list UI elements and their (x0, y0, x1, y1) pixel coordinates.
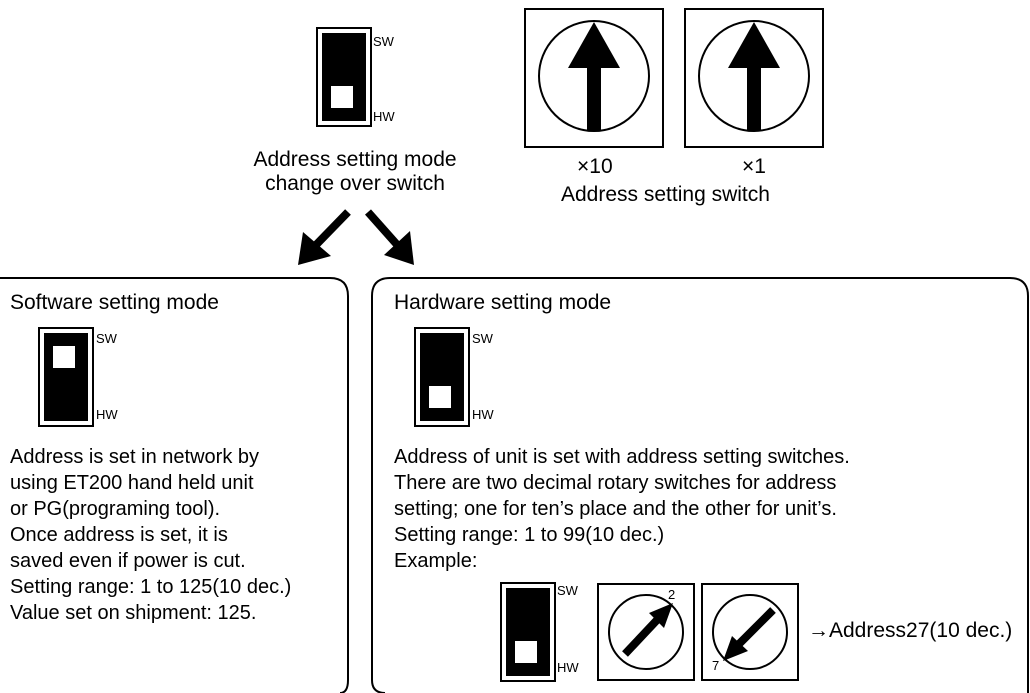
address-switch-x10[interactable] (524, 8, 664, 148)
mode-switch-caption: Address setting mode change over switch (190, 148, 520, 196)
switch-knob-sw-position (53, 346, 75, 368)
hardware-line: setting; one for ten’s place and the oth… (394, 498, 837, 520)
hardware-panel-description: Address of unit is set with address sett… (394, 444, 850, 574)
hardware-sw-label: SW (472, 331, 493, 346)
software-line: or PG(programing tool). (10, 498, 221, 520)
software-sw-label: SW (96, 331, 117, 346)
switch-knob-hw-position (331, 86, 353, 108)
software-panel-description: Address is set in network by using ET200… (10, 444, 291, 626)
mode-changeover-switch[interactable] (316, 27, 372, 127)
software-line: saved even if power is cut. (10, 550, 246, 572)
hardware-line: Setting range: 1 to 99(10 dec.) (394, 524, 665, 546)
software-line: Once address is set, it is (10, 524, 228, 546)
software-mode-switch (38, 327, 94, 427)
mode-switch-caption-line2: change over switch (265, 172, 445, 195)
hardware-mode-switch (414, 327, 470, 427)
mode-switch-caption-line1: Address setting mode (253, 148, 457, 171)
hardware-hw-label: HW (472, 407, 494, 422)
software-hw-label: HW (96, 407, 118, 422)
hardware-line: Address of unit is set with address sett… (394, 446, 850, 468)
example-tens-rotary-switch (597, 583, 695, 681)
switch-knob-hw-position (515, 641, 537, 663)
address-switch-x1[interactable] (684, 8, 824, 148)
multiplier-x1-label: ×1 (742, 155, 766, 178)
arrow-to-hardware (365, 209, 414, 265)
example-tens-digit: 2 (668, 587, 676, 602)
address-switch-caption: Address setting switch (561, 183, 770, 206)
software-panel-border (0, 277, 349, 693)
hardware-line: There are two decimal rotary switches fo… (394, 472, 837, 494)
arrow-to-software (298, 209, 351, 265)
software-line: Setting range: 1 to 125(10 dec.) (10, 576, 292, 598)
top-hw-label: HW (373, 109, 395, 124)
example-sw-label: SW (557, 583, 578, 598)
hardware-panel-border (371, 277, 1029, 693)
example-mode-switch (500, 582, 556, 682)
top-sw-label: SW (373, 34, 394, 49)
example-units-rotary-switch (701, 583, 799, 681)
software-line: Address is set in network by (10, 446, 259, 468)
switch-knob-hw-position (429, 386, 451, 408)
multiplier-x10-label: ×10 (577, 155, 613, 178)
example-label: Example: (394, 550, 478, 572)
example-hw-label: HW (557, 660, 579, 675)
software-panel-title: Software setting mode (10, 291, 219, 314)
example-result: →Address27(10 dec.) (808, 619, 1013, 642)
example-units-digit: 7 (712, 658, 720, 673)
software-line: Value set on shipment: 125. (10, 602, 257, 624)
hardware-panel-title: Hardware setting mode (394, 291, 612, 314)
software-line: using ET200 hand held unit (10, 472, 254, 494)
